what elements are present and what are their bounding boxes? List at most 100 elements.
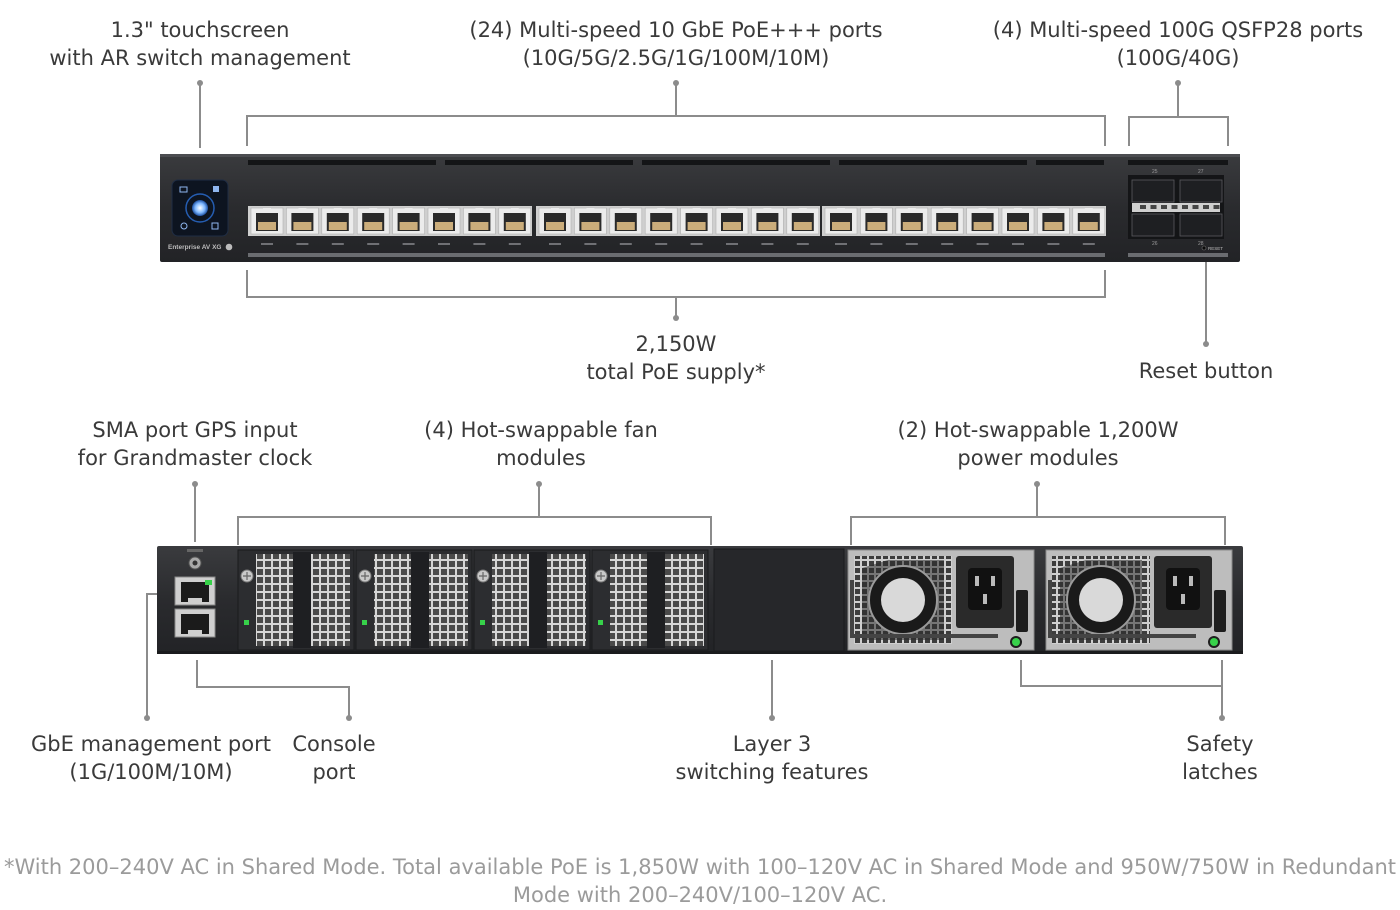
power-module-array [847, 549, 1233, 651]
fan-handle[interactable] [647, 552, 665, 648]
qsfp-number-27: 27 [1198, 169, 1204, 175]
fan-module-array [237, 549, 709, 651]
psu-handle[interactable] [1048, 580, 1196, 638]
port-label-mark [1047, 243, 1060, 245]
power-module[interactable] [847, 549, 1035, 651]
sma-port[interactable] [187, 549, 203, 570]
poe-port-array [248, 206, 1106, 245]
poe-port[interactable] [356, 207, 390, 235]
qsfp-latch-mark [1150, 205, 1157, 209]
fan-module[interactable] [237, 549, 355, 651]
port-label-mark [941, 243, 954, 245]
poe-port[interactable] [680, 207, 713, 235]
qsfp-latch-mark [1203, 205, 1209, 209]
fan-status-led [598, 620, 603, 625]
qsfp28-port[interactable] [1179, 213, 1223, 237]
psu-status-led [1012, 638, 1020, 646]
fan-handle[interactable] [293, 552, 311, 648]
poe-port[interactable] [574, 207, 607, 235]
poe-port[interactable] [715, 207, 749, 235]
fan-handle[interactable] [411, 552, 429, 648]
poe-port[interactable] [966, 207, 999, 235]
mgmt-link-led [205, 580, 212, 585]
port-label-mark [402, 243, 415, 245]
qsfp28-port[interactable] [1131, 213, 1175, 237]
bracket-safety-latches [1020, 660, 1225, 721]
port-label-mark [619, 243, 632, 245]
poe-port[interactable] [392, 207, 425, 235]
fan-handle[interactable] [529, 552, 547, 648]
poe-port[interactable] [463, 207, 496, 235]
callout-layer3 [769, 660, 775, 721]
port-label-mark [296, 243, 309, 245]
fan-status-led [480, 620, 485, 625]
port-label-mark [976, 243, 989, 245]
poe-port[interactable] [1037, 207, 1070, 235]
poe-port[interactable] [751, 207, 784, 235]
power-module[interactable] [1045, 549, 1233, 651]
bracket-power-modules [850, 481, 1226, 545]
port-label-mark [331, 243, 344, 245]
safety-latch[interactable] [1214, 590, 1226, 632]
psu-handle[interactable] [850, 580, 998, 638]
port-label-mark [549, 243, 561, 245]
poe-port[interactable] [286, 207, 319, 235]
poe-port[interactable] [860, 207, 893, 235]
touchscreen[interactable] [171, 179, 229, 237]
device-label: Enterprise AV XG [168, 244, 221, 251]
safety-latch[interactable] [1016, 590, 1028, 632]
poe-port[interactable] [1001, 207, 1035, 235]
poe-port[interactable] [538, 207, 572, 235]
reset-text: RESET [1208, 246, 1223, 251]
port-label-mark [367, 243, 380, 245]
fan-module[interactable] [591, 549, 709, 651]
qsfp-latch-mark [1140, 205, 1146, 209]
footnote: *With 200–240V AC in Shared Mode. Total … [3, 855, 1397, 907]
qsfp28-port[interactable] [1131, 179, 1175, 203]
poe-port[interactable] [321, 207, 355, 235]
psu-status-led [1210, 638, 1218, 646]
poe-port[interactable] [498, 207, 532, 235]
poe-port[interactable] [824, 207, 858, 235]
poe-port[interactable] [1072, 207, 1106, 235]
poe-port[interactable] [644, 207, 678, 235]
port-label-mark [761, 243, 774, 245]
bracket-fan-modules [237, 481, 712, 545]
callout-reset [1203, 254, 1209, 347]
fan-module[interactable] [355, 549, 473, 651]
qsfp-number-28: 28 [1198, 241, 1204, 247]
poe-port[interactable] [895, 207, 929, 235]
poe-port[interactable] [609, 207, 643, 235]
qsfp-cage: 25 27 26 28 [1128, 169, 1224, 247]
poe-port[interactable] [427, 207, 461, 235]
mgmt-port[interactable] [174, 576, 216, 606]
qsfp-number-26: 26 [1152, 241, 1158, 247]
port-label-mark [438, 243, 450, 245]
fan-status-led [244, 620, 249, 625]
fan-module[interactable] [473, 549, 591, 651]
port-label-mark [584, 243, 597, 245]
port-label-mark [726, 243, 738, 245]
label-safety-latches: Safety latches [1182, 732, 1258, 784]
poe-port[interactable] [786, 207, 820, 235]
poe-port[interactable] [250, 207, 284, 235]
qsfp-latch-mark [1182, 205, 1188, 209]
bracket-poe-ports [246, 80, 1106, 146]
port-label-mark [905, 243, 918, 245]
port-label-mark [655, 243, 668, 245]
poe-port[interactable] [930, 207, 964, 235]
fan-status-led [362, 620, 367, 625]
console-port[interactable] [174, 608, 216, 638]
reset-button[interactable] [1201, 245, 1207, 251]
label-fan-modules: (4) Hot-swappable fan modules [424, 418, 658, 470]
label-reset-button: Reset button [1138, 359, 1274, 383]
label-sma-port: SMA port GPS input for Grandmaster clock [77, 418, 313, 470]
label-touchscreen: 1.3" touchscreen with AR switch manageme… [49, 18, 351, 70]
qsfp-latch-mark [1171, 205, 1178, 209]
qsfp-number-25: 25 [1152, 169, 1158, 175]
qsfp28-port[interactable] [1179, 179, 1223, 203]
label-poe-ports: (24) Multi-speed 10 GbE PoE+++ ports (10… [469, 18, 883, 70]
layer3-blank-panel [713, 548, 845, 652]
brand-icon [225, 243, 233, 251]
